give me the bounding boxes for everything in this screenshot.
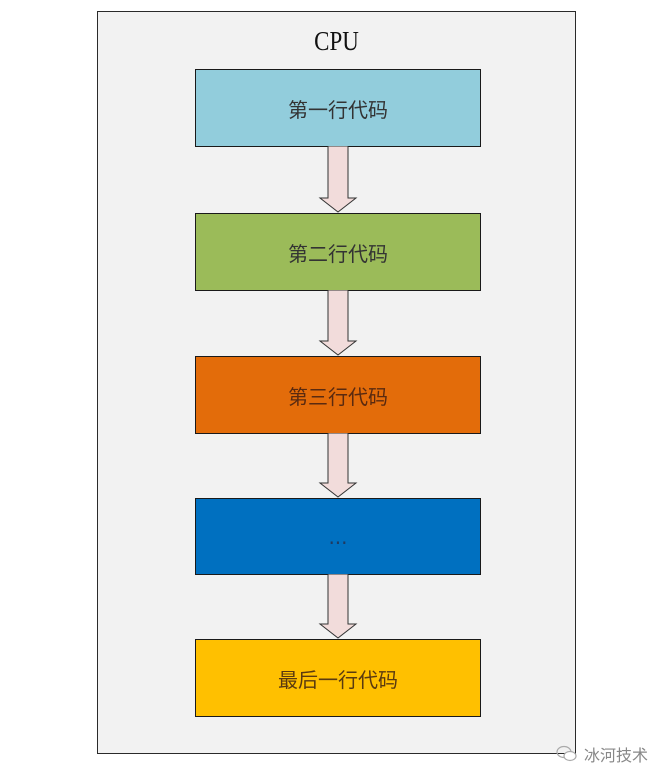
step-label: 最后一行代码 bbox=[278, 667, 398, 692]
step-box-2: 第二行代码 bbox=[195, 213, 481, 291]
watermark: 冰河技术 bbox=[556, 742, 648, 766]
step-label: 第一行代码 bbox=[288, 97, 388, 122]
step-box-3: 第三行代码 bbox=[195, 356, 481, 434]
step-box-4: ... bbox=[195, 498, 481, 575]
down-arrow-icon bbox=[318, 433, 358, 498]
step-box-5: 最后一行代码 bbox=[195, 639, 481, 717]
watermark-text: 冰河技术 bbox=[584, 746, 649, 765]
step-label: 第二行代码 bbox=[288, 241, 388, 266]
down-arrow-icon bbox=[318, 574, 358, 639]
step-box-1: 第一行代码 bbox=[195, 69, 481, 147]
step-label: ... bbox=[328, 524, 348, 549]
down-arrow-icon bbox=[318, 290, 358, 356]
cpu-label: CPU bbox=[314, 26, 359, 56]
wechat-icon bbox=[556, 745, 577, 762]
down-arrow-icon bbox=[318, 146, 358, 213]
step-label: 第三行代码 bbox=[288, 384, 388, 409]
